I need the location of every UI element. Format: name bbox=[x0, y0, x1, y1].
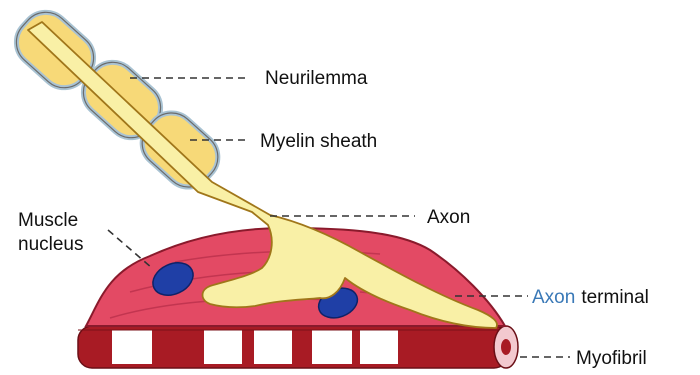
label-axon-terminal: Axon terminal bbox=[532, 287, 649, 308]
muscle-nucleus-leader bbox=[108, 230, 152, 268]
myofibril bbox=[78, 326, 518, 368]
label-axon-terminal-word1: Axon bbox=[532, 287, 575, 308]
label-neurilemma: Neurilemma bbox=[265, 68, 368, 89]
label-muscle-nucleus-line2: nucleus bbox=[18, 234, 84, 255]
label-muscle-nucleus-line1: Muscle bbox=[18, 210, 78, 231]
label-axon-terminal-word2: terminal bbox=[581, 287, 649, 308]
myofibril-light-band bbox=[360, 330, 398, 364]
myofibril-light-band bbox=[312, 330, 352, 364]
myofibril-end-core bbox=[501, 339, 511, 355]
label-myofibril: Myofibril bbox=[576, 348, 647, 369]
myofibril-light-band bbox=[112, 330, 152, 364]
myofibril-light-band bbox=[204, 330, 242, 364]
label-axon: Axon bbox=[427, 207, 470, 228]
label-myelin-sheath: Myelin sheath bbox=[260, 131, 377, 152]
myofibril-light-band bbox=[254, 330, 292, 364]
